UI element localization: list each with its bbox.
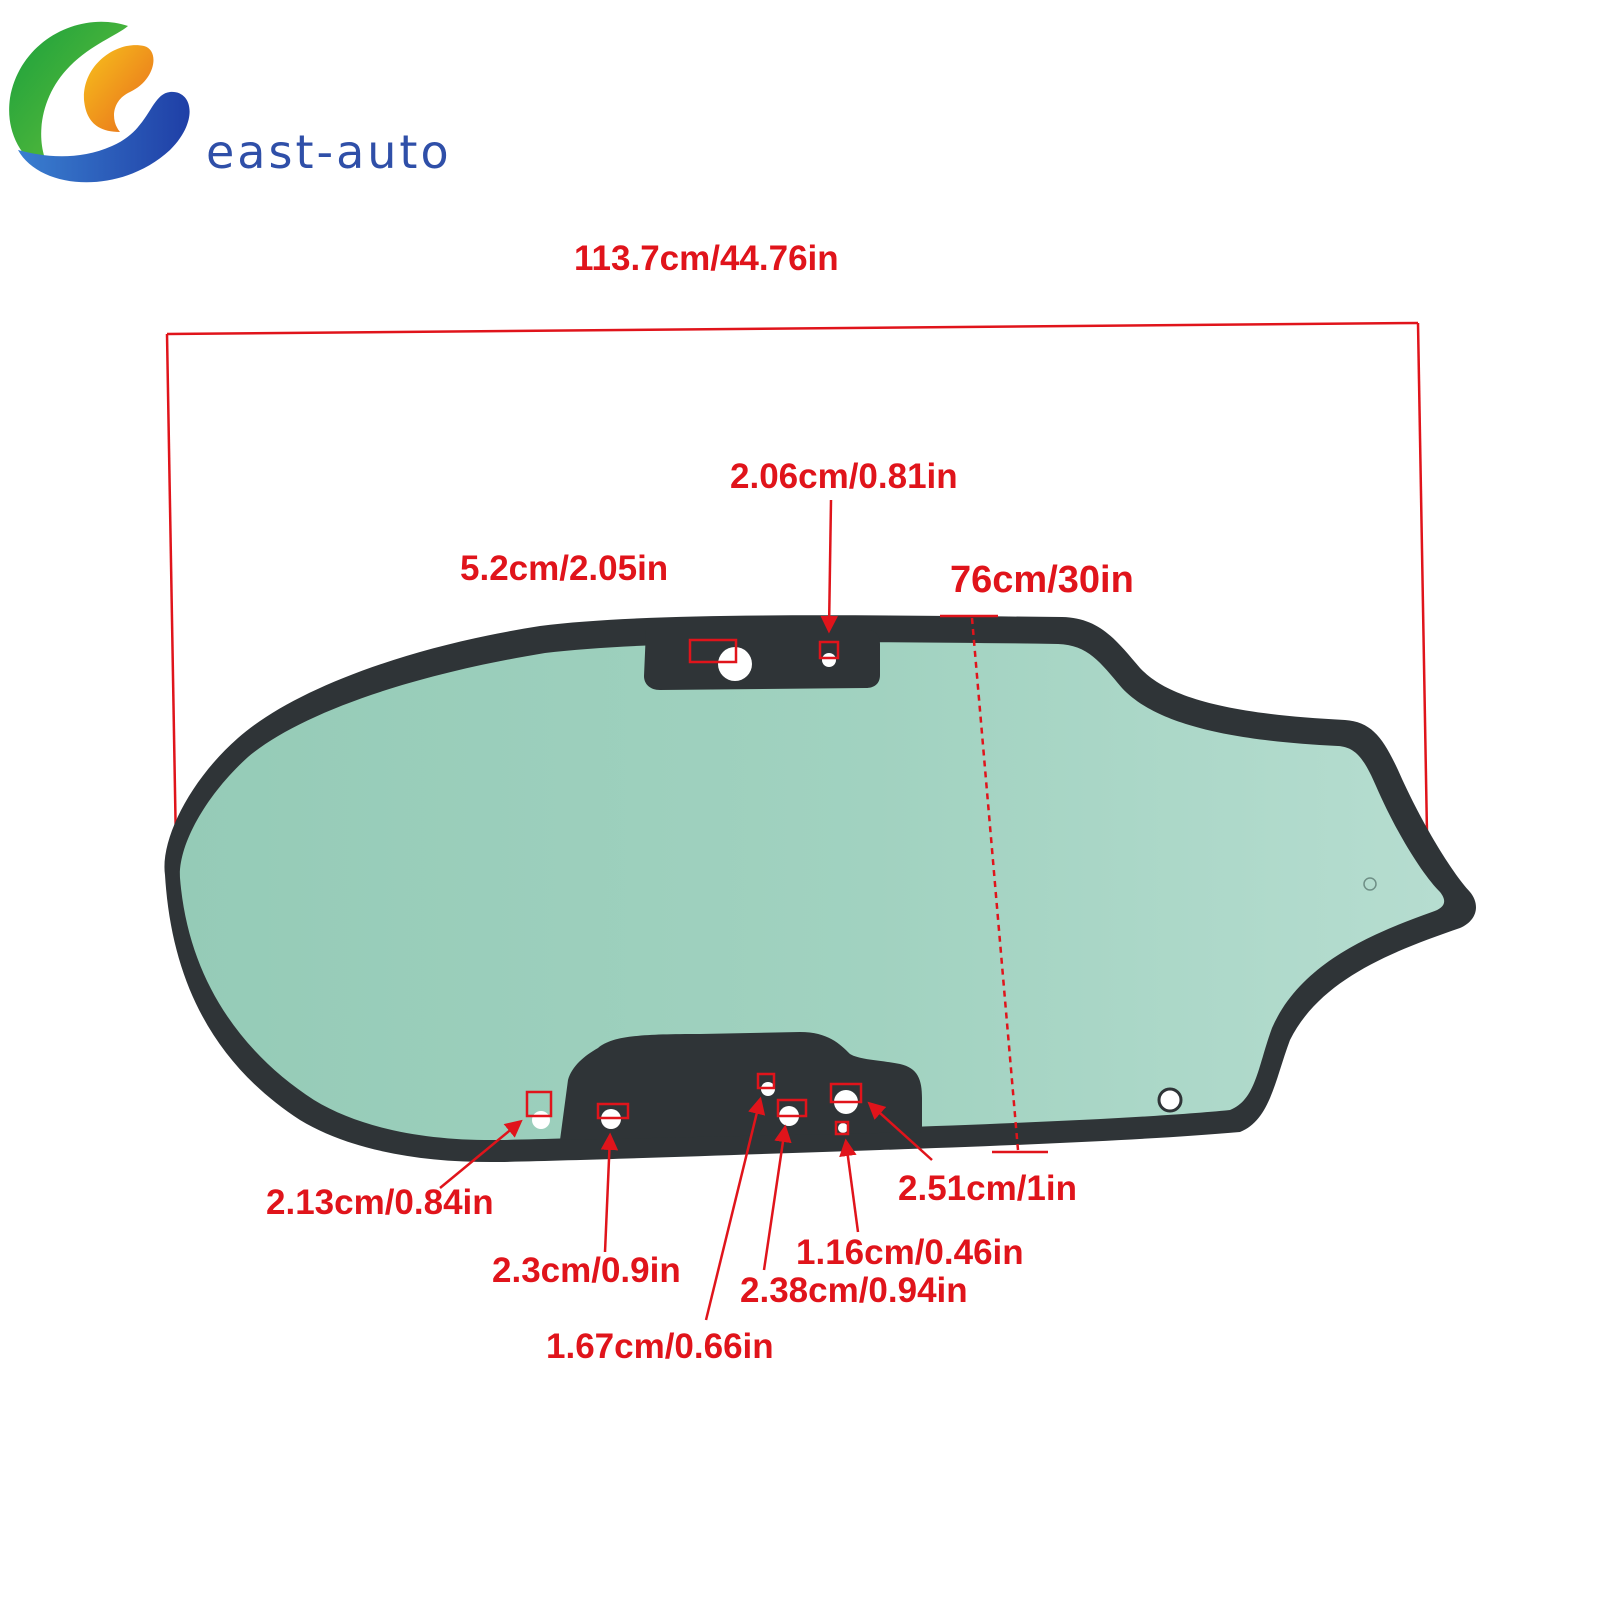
hole-b-label: 1.67cm/0.66in: [546, 1327, 774, 1366]
hole-c-label: 2.38cm/0.94in: [740, 1271, 968, 1310]
logo-blue-swoosh: [18, 91, 190, 183]
hole-e-arrow: [839, 1138, 860, 1233]
top-bracket: [644, 630, 880, 690]
height-dashed-line: [970, 617, 1020, 1151]
hole-d-marker: [829, 1082, 863, 1104]
logo-green-swoosh: [9, 21, 128, 177]
left-hole-marker: [525, 1090, 553, 1118]
top-bracket-large-hole: [718, 647, 752, 681]
hole-a-arrow: [600, 1132, 619, 1253]
glass-etched-mark: [1363, 877, 1377, 891]
glass-panel: [164, 615, 1476, 1163]
overall-height-dimension: 76cm/30in: [940, 559, 1134, 1154]
overall-width-label: 113.7cm/44.76in: [574, 239, 839, 278]
hole-b-marker: [756, 1072, 776, 1090]
top-small-hole-label: 2.06cm/0.81in: [730, 457, 958, 496]
left-hole-arrow: [439, 1119, 523, 1189]
hole-c-arrow: [762, 1124, 792, 1271]
bottom-hole-left-edge: [532, 1111, 550, 1129]
glass-pane: [179, 642, 1445, 1141]
width-right-extension: [1416, 322, 1429, 835]
hole-a-label: 2.3cm/0.9in: [492, 1251, 681, 1290]
bottom-annotations: 2.13cm/0.84in 2.3cm/0.9in 1.67cm/0.66in …: [266, 1072, 1077, 1366]
brand-name: east-auto: [206, 125, 452, 179]
top-small-hole-marker: [818, 640, 840, 660]
left-hole-label: 2.13cm/0.84in: [266, 1183, 494, 1222]
overall-width-dimension: 113.7cm/44.76in: [165, 239, 1429, 849]
bottom-bracket: [560, 1032, 922, 1140]
bottom-hole-e: [838, 1123, 848, 1133]
logo-orange-swoosh: [83, 45, 154, 132]
width-left-extension: [165, 333, 178, 849]
top-bracket-small-hole: [822, 653, 836, 667]
overall-height-label: 76cm/30in: [950, 559, 1134, 601]
top-slot-marker: [688, 638, 738, 664]
top-small-hole-arrow: [820, 499, 838, 634]
hole-b-arrow: [704, 1096, 766, 1321]
top-annotations: 5.2cm/2.05in 2.06cm/0.81in: [460, 457, 958, 664]
hole-c-marker: [776, 1098, 808, 1118]
glass-corner-hole: [1157, 1087, 1183, 1113]
brand-logo: east-auto: [9, 21, 452, 183]
hole-e-label: 2.51cm/1in: [898, 1169, 1077, 1208]
hole-a-marker: [596, 1102, 630, 1120]
hole-e-marker: [834, 1120, 850, 1136]
top-slot-width-label: 5.2cm/2.05in: [460, 549, 668, 588]
hole-d-label: 1.16cm/0.46in: [796, 1233, 1024, 1272]
hole-d-arrow: [867, 1101, 933, 1161]
width-dimension-line: [166, 321, 1419, 336]
